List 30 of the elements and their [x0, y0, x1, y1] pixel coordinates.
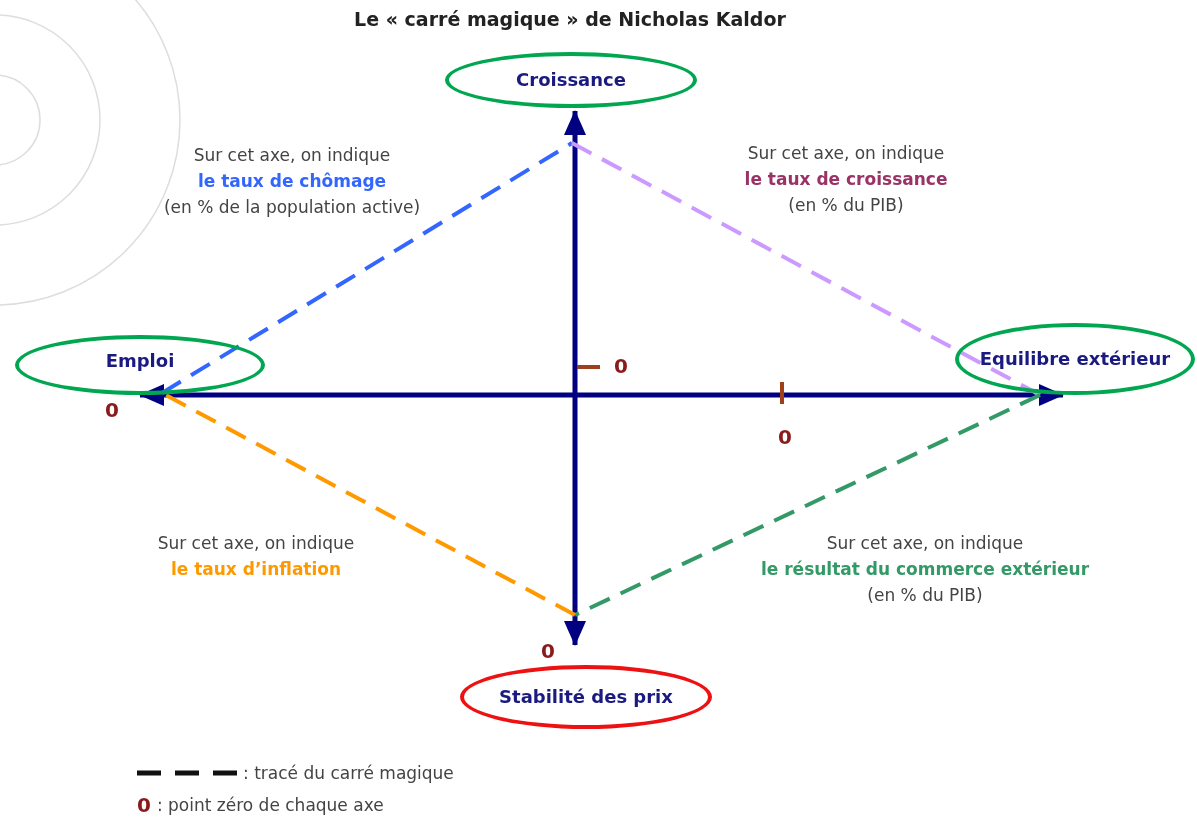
node-label: Equilibre extérieur: [978, 348, 1172, 370]
node-label: Croissance: [515, 69, 627, 91]
axis-note: Sur cet axe, on indique: [746, 142, 946, 165]
dashed-line: [574, 393, 1041, 617]
legend-text: : tracé du carré magique: [243, 763, 454, 783]
axis-note: (en % de la population active): [162, 196, 422, 219]
zero-mark: 0: [104, 397, 120, 423]
node-label: Stabilité des prix: [498, 686, 674, 708]
zero-mark: 0: [777, 424, 793, 450]
ellipse-node: [445, 52, 697, 108]
axis-note: Sur cet axe, on indique: [156, 532, 356, 555]
legend-text: : point zéro de chaque axe: [156, 795, 384, 815]
ellipse-node: [15, 335, 265, 395]
ellipse-node: [460, 665, 712, 729]
axis-arrow: [564, 110, 586, 646]
axis-note: Sur cet axe, on indique: [192, 144, 392, 167]
axis-note: le taux d’inflation: [169, 558, 343, 581]
zero-mark: 0: [137, 793, 151, 817]
diagram-title: Le « carré magique » de Nicholas Kaldor: [353, 8, 787, 30]
node-label: Emploi: [104, 350, 176, 372]
axis-note: le résultat du commerce extérieur: [759, 558, 1091, 581]
axis-note: le taux de croissance: [743, 168, 949, 191]
axis-note: Sur cet axe, on indique: [825, 532, 1025, 555]
zero-mark: 0: [540, 638, 556, 664]
axis-note: (en % du PIB): [866, 584, 984, 607]
axis-arrow: [139, 384, 1064, 406]
axis-note: (en % du PIB): [787, 194, 905, 217]
axis-note: le taux de chômage: [196, 170, 388, 193]
ellipse-node: [955, 323, 1195, 395]
zero-mark: 0: [613, 353, 629, 379]
